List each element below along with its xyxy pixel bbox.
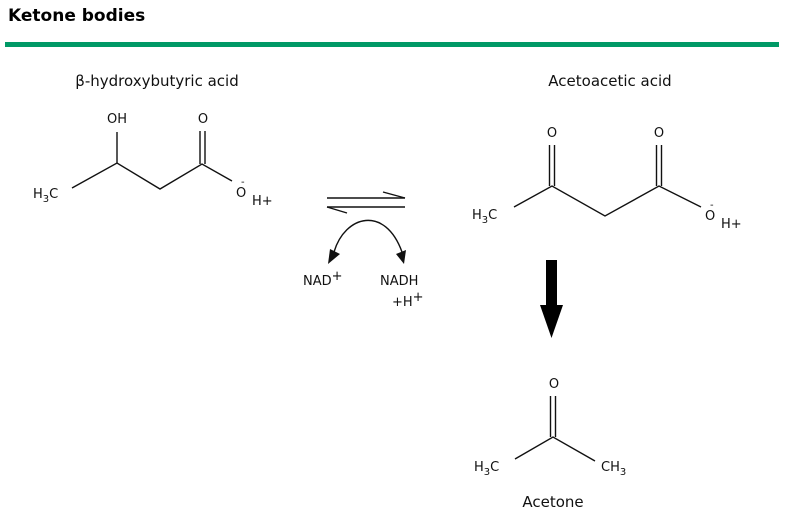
page-title: Ketone bodies (8, 6, 146, 26)
nad-label: NAD+ (303, 269, 343, 289)
svg-text:-: - (710, 200, 714, 211)
equilibrium-arrow (326, 191, 406, 214)
svg-text:H3C: H3C (33, 187, 58, 205)
decarboxylation-arrow (540, 260, 563, 338)
svg-text:H+: H+ (721, 217, 742, 232)
svg-text:H+: H+ (252, 194, 273, 209)
svg-text:H3C: H3C (472, 208, 497, 226)
svg-text:O: O (705, 209, 715, 224)
bhb-structure: H3C OH O O - H+ (33, 112, 273, 209)
plus-h-label: +H+ (392, 290, 424, 310)
nadh-label: NADH (380, 274, 418, 289)
acetone-label: Acetone (522, 493, 583, 511)
svg-text:H3C: H3C (474, 460, 499, 478)
bhb-label: β-hydroxybutyric acid (75, 72, 238, 90)
svg-text:-: - (241, 177, 245, 188)
acetoacetic-label: Acetoacetic acid (548, 72, 671, 90)
cofactor-curved-arrow (328, 219, 406, 264)
svg-text:O: O (549, 377, 559, 392)
title-divider (5, 42, 779, 47)
svg-text:O: O (198, 112, 208, 127)
svg-text:O: O (236, 186, 246, 201)
svg-text:O: O (654, 126, 664, 141)
acetoacetic-structure: H3C O O O - H+ (472, 126, 742, 232)
acetone-structure: O H3C CH3 (474, 377, 626, 478)
svg-text:CH3: CH3 (601, 460, 626, 478)
svg-text:OH: OH (107, 112, 127, 127)
svg-text:O: O (547, 126, 557, 141)
